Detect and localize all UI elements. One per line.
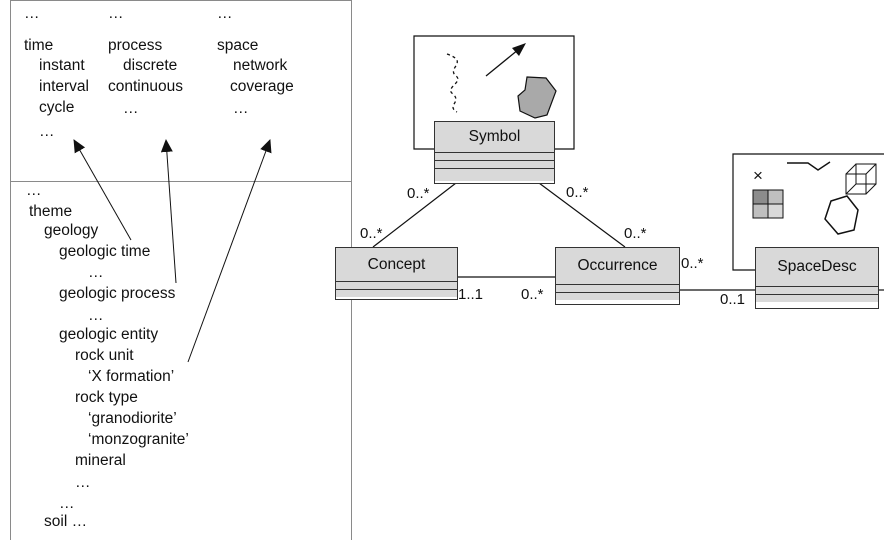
class-concept-attributes [336,282,457,290]
theme-geologic-process: geologic process [59,285,176,302]
theme-granodiorite: ‘granodiorite’ [88,410,177,427]
class-concept-operations [336,290,457,297]
theme-mineral: mineral [75,452,126,469]
class-concept[interactable]: Concept [335,247,458,300]
space-coverage: coverage [230,78,294,95]
theme-geologic-time-ellipsis: … [88,264,104,281]
space-network: network [233,57,288,74]
process-continuous: continuous [108,78,183,95]
space-ellipsis-top: … [217,5,233,22]
theme-geologic-process-ellipsis: … [88,307,104,324]
theme-soil: soil … [44,513,88,530]
mult-concept-occurrence-left: 1..1 [458,286,484,303]
time-heading: time [24,37,54,54]
class-spacedesc-operations [756,295,878,302]
class-symbol-attributes [435,153,554,161]
theme-heading: theme [29,203,73,220]
class-symbol-name: Symbol [435,122,554,153]
hexagon-glyph [824,195,859,235]
class-occurrence-attributes [556,285,679,293]
dashed-line-glyph [446,53,459,113]
theme-panel-bottom [10,181,352,540]
spacedesc-glyph-frame [732,153,884,271]
theme-ellipsis-top: … [26,182,42,199]
class-concept-name: Concept [336,248,457,282]
theme-geologic-entity: geologic entity [59,326,159,343]
arrow-rock-unit-to-space [187,139,272,363]
time-interval: interval [39,78,89,95]
mult-occurrence-spacedesc-left: 0..* [681,255,704,272]
mult-symbol-concept-top: 0..* [407,185,430,202]
process-ellipsis-bottom: … [123,100,139,117]
cube-glyph [845,163,877,195]
class-spacedesc-name: SpaceDesc [756,248,878,287]
time-ellipsis-top: … [24,5,40,22]
mult-concept-occurrence-right: 0..* [521,286,544,303]
mult-symbol-occurrence-bottom: 0..* [624,225,647,242]
assoc-symbol-occurrence [538,182,626,248]
polyline-glyph [787,161,831,171]
arrow-geologic-process-to-process [160,139,177,284]
class-spacedesc-attributes [756,287,878,295]
class-symbol[interactable]: Symbol [434,121,555,184]
class-occurrence-operations [556,293,679,300]
process-heading: process [108,37,163,54]
theme-mineral-ellipsis: … [75,474,91,491]
x-mark-glyph: × [753,166,763,185]
mult-symbol-occurrence-top: 0..* [566,184,589,201]
mult-symbol-concept-bottom: 0..* [360,225,383,242]
process-discrete: discrete [123,57,178,74]
class-occurrence-name: Occurrence [556,248,679,285]
time-ellipsis-bottom: … [39,123,55,140]
time-cycle: cycle [39,99,75,116]
space-ellipsis-bottom: … [233,100,249,117]
symbol-glyph-frame [413,35,575,150]
class-symbol-operations [435,161,554,169]
class-occurrence[interactable]: Occurrence [555,247,680,305]
polygon-glyph [517,76,557,119]
assoc-symbol-concept [372,182,457,248]
theme-rock-unit: rock unit [75,347,134,364]
theme-geology-ellipsis: … [59,495,75,512]
theme-monzogranite: ‘monzogranite’ [88,431,189,448]
theme-geologic-time: geologic time [59,243,151,260]
mult-occurrence-spacedesc-right: 0..1 [720,291,746,308]
space-heading: space [217,37,259,54]
theme-rock-type: rock type [75,389,138,406]
class-spacedesc[interactable]: SpaceDesc [755,247,879,309]
process-ellipsis-top: … [108,5,124,22]
theme-x-formation: ‘X formation’ [88,368,175,385]
theme-geology: geology [44,222,99,239]
vocabulary-panel-top [10,0,352,182]
time-instant: instant [39,57,85,74]
arrow-geologic-time-to-time [73,139,132,241]
